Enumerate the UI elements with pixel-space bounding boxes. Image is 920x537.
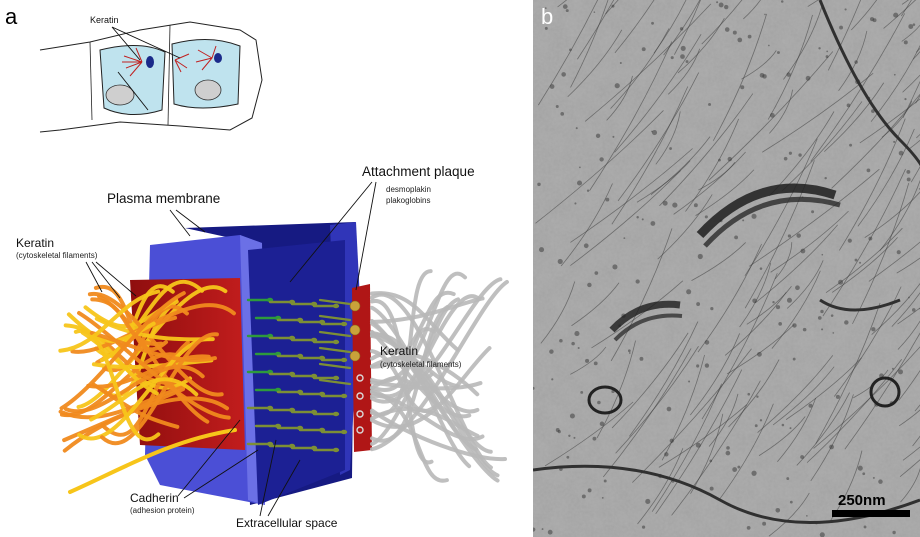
cadherin-sublabel: (adhesion protein) xyxy=(130,506,195,515)
cells-sketch: Keratin xyxy=(40,15,262,132)
extracellular-space-label: Extracellular space xyxy=(236,516,338,530)
desmoplakin-label: desmoplakin xyxy=(386,185,431,194)
keratin-right-sublabel: (cytoskeletal filaments) xyxy=(380,360,462,369)
desmosome-dot xyxy=(146,56,154,68)
keratin-filaments-right xyxy=(372,271,507,481)
panel-b-letter: b xyxy=(541,4,553,29)
keratin-right-label: Keratin xyxy=(380,344,418,358)
cell-left xyxy=(100,45,165,114)
keratin-left-label: Keratin xyxy=(16,236,54,250)
nucleus-right xyxy=(195,80,221,100)
cells-keratin-label: Keratin xyxy=(90,15,119,25)
panel-b-micrograph xyxy=(531,0,920,537)
plakoglobins-label: plakoglobins xyxy=(386,196,430,205)
cadherin-label: Cadherin xyxy=(130,491,179,505)
panel-a-letter: a xyxy=(5,4,18,29)
scale-bar-label: 250nm xyxy=(838,492,886,509)
nucleus-left xyxy=(106,85,134,105)
panel-a: a Keratin xyxy=(5,4,507,530)
scale-bar xyxy=(832,510,910,517)
plasma-membrane-label: Plasma membrane xyxy=(107,191,220,206)
attachment-plaque-label: Attachment plaque xyxy=(362,164,475,179)
keratin-left-sublabel: (cytoskeletal filaments) xyxy=(16,251,98,260)
